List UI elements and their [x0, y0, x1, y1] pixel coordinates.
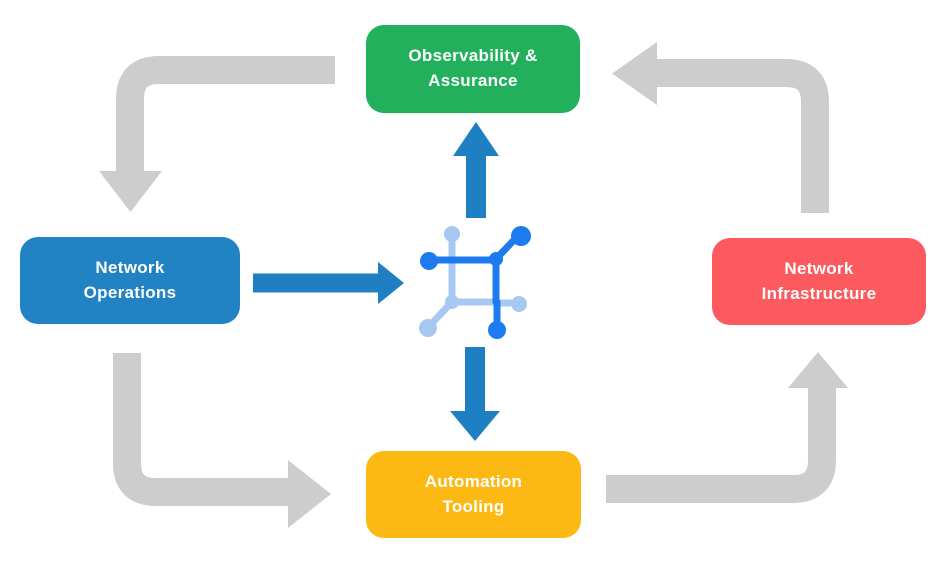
- node-observability-assurance: Observability & Assurance: [366, 25, 580, 113]
- node-network-infrastructure: Network Infrastructure: [712, 238, 926, 325]
- arrow-observability-to-operations: [99, 56, 335, 212]
- node-label-line2: Tooling: [442, 496, 505, 516]
- node-label-line2: Assurance: [428, 71, 518, 90]
- arrow-infrastructure-to-observability: [612, 42, 829, 213]
- node-label-line1: Network: [784, 258, 854, 278]
- node-label-line1: Network: [95, 257, 165, 277]
- node-network-operations: Network Operations: [20, 237, 240, 324]
- node-label-line2: Infrastructure: [761, 283, 877, 303]
- node-automation-tooling: Automation Tooling: [366, 451, 581, 538]
- arrow-operations-to-center: [253, 262, 404, 304]
- arrow-automation-to-infrastructure: [606, 352, 848, 503]
- arrow-center-to-observability: [453, 122, 499, 218]
- arrow-center-to-automation: [450, 347, 500, 441]
- network-automation-icon: [419, 226, 531, 339]
- node-label-line1: Observability &: [408, 46, 538, 66]
- arrow-operations-to-automation: [113, 353, 331, 528]
- node-label-line2: Operations: [83, 282, 177, 302]
- node-label-line1: Automation: [424, 471, 523, 491]
